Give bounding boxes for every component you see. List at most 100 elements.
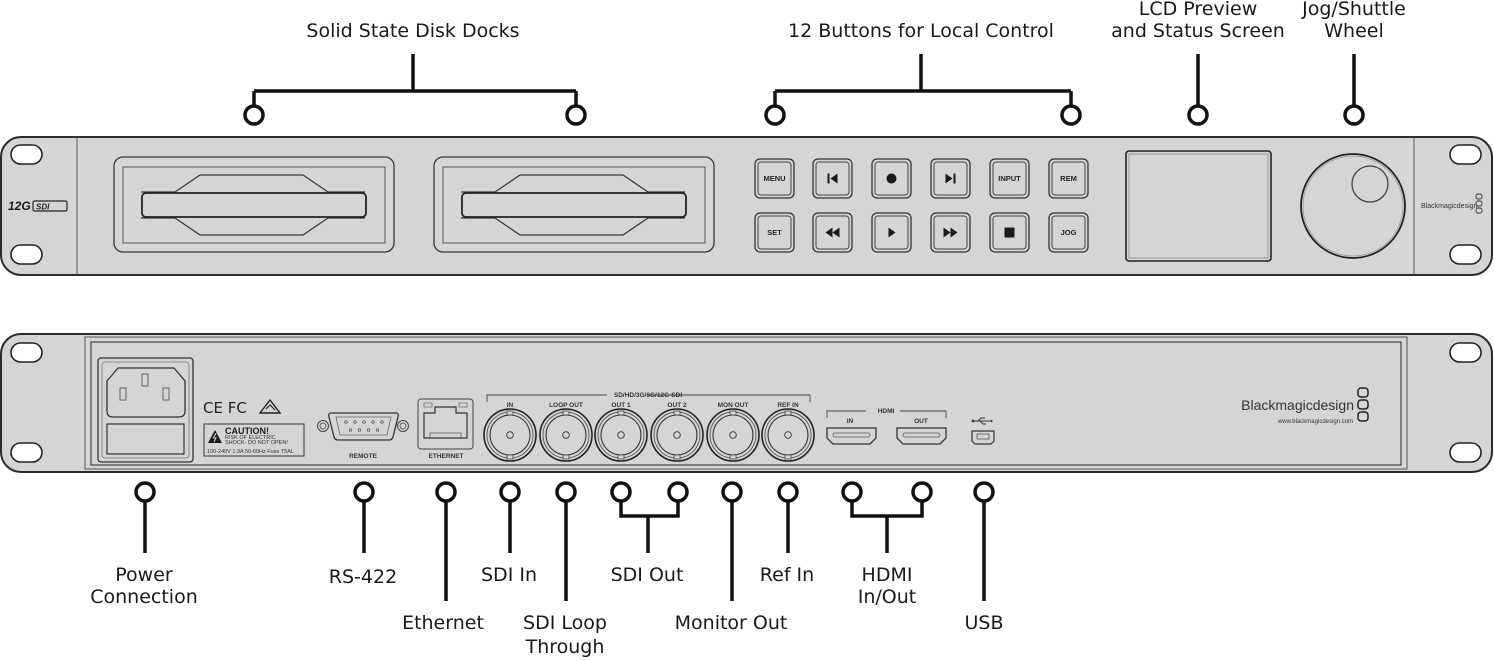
- callout-sdi-out: SDI Out: [611, 564, 684, 586]
- bnc-outer-ring[interactable]: [594, 408, 648, 462]
- button-prev[interactable]: [812, 158, 853, 199]
- hdmi-in-label: IN: [847, 418, 854, 425]
- leader-hdmi: [850, 501, 924, 553]
- rcm-check: [265, 404, 276, 411]
- rack-hole: [10, 442, 43, 463]
- marker-lcd: [1187, 104, 1209, 126]
- play-icon: [888, 227, 896, 238]
- button-record[interactable]: [871, 158, 912, 199]
- jog-wheel[interactable]: [1300, 153, 1406, 259]
- jog-wheel-rim: [1302, 155, 1404, 257]
- callout-monitor-out: Monitor Out: [675, 612, 788, 634]
- bnc-port-mon-out[interactable]: MON OUT: [706, 402, 760, 462]
- front-chassis: [0, 136, 1493, 276]
- hdmi-in-socket[interactable]: [826, 427, 877, 445]
- iec-pin-live: [119, 387, 127, 401]
- db9-shell[interactable]: [328, 412, 399, 441]
- button-set-face: [757, 215, 792, 250]
- button-jog-face: [1051, 215, 1086, 250]
- ssd-dock-frame: [442, 166, 706, 244]
- marker-ssd-dock-1: [243, 104, 265, 126]
- jog-shuttle-wheel[interactable]: [1300, 153, 1406, 259]
- button-set[interactable]: SET: [754, 212, 795, 253]
- bnc-outer-ring[interactable]: [761, 408, 815, 462]
- button-rewind[interactable]: [812, 212, 853, 253]
- callout-buttons: 12 Buttons for Local Control: [788, 20, 1054, 42]
- bnc-port-loop-out[interactable]: LOOP OUT: [539, 402, 593, 462]
- record-icon: [886, 173, 897, 184]
- bnc-center-pin: [506, 431, 514, 439]
- usb-port[interactable]: [971, 417, 995, 445]
- bnc-port-in[interactable]: IN: [483, 402, 537, 462]
- button-rem[interactable]: REM: [1048, 158, 1089, 199]
- marker-ssd-dock-2: [565, 104, 587, 126]
- ssd-dock-1[interactable]: [113, 156, 395, 253]
- ce-fc-marks: CE FC: [203, 399, 247, 417]
- sdi-badge-box: [32, 200, 68, 212]
- bnc-port-ref-in[interactable]: REF IN: [761, 402, 815, 462]
- hdmi-group-bracket: [826, 410, 947, 418]
- bnc-port-out-2[interactable]: OUT 2: [650, 402, 704, 462]
- db9-pin: [353, 420, 357, 424]
- fuse-drawer[interactable]: [106, 423, 185, 455]
- callout-usb: USB: [964, 612, 1003, 634]
- rack-hole: [1449, 442, 1482, 463]
- callout-hdmi-line2: In/Out: [858, 586, 917, 608]
- bnc-bayonet-pin: [673, 410, 681, 416]
- ethernet-port[interactable]: ETHERNET: [417, 398, 474, 460]
- ssd-slot[interactable]: [141, 192, 367, 218]
- ssd-dock-contour: [461, 174, 685, 236]
- usb-icon: [971, 417, 993, 425]
- ssd-dock-2[interactable]: [433, 156, 715, 253]
- bnc-outer-ring[interactable]: [706, 408, 760, 462]
- caution-box: [203, 423, 305, 457]
- rs422-port[interactable]: REMOTE: [317, 412, 409, 460]
- rj45-socket[interactable]: [423, 406, 468, 439]
- hdmi-group: HDMI IN OUT: [826, 408, 947, 445]
- button-rem-label: REM: [1060, 174, 1077, 183]
- mini-usb-socket[interactable]: [971, 430, 995, 445]
- marker-jog: [1343, 104, 1365, 126]
- bnc-port-out-1[interactable]: OUT 1: [594, 402, 648, 462]
- db9-inner: [335, 416, 392, 436]
- button-rem-face: [1051, 161, 1086, 196]
- bnc-outer-ring[interactable]: [539, 408, 593, 462]
- ssd-dock-bezel: [113, 156, 395, 253]
- hdmi-out-port[interactable]: OUT: [896, 418, 947, 445]
- caution-line-1: RISK OF ELECTRIC: [225, 435, 276, 441]
- bnc-outer-ring[interactable]: [483, 408, 537, 462]
- lcd-display: [1128, 153, 1269, 259]
- button-input-label: INPUT: [998, 174, 1021, 183]
- hdmi-out-socket[interactable]: [896, 427, 947, 445]
- ssd-dock-contour: [141, 174, 365, 236]
- marker-sdi-out-2: [667, 481, 689, 503]
- button-jog[interactable]: JOG: [1048, 212, 1089, 253]
- remote-port-label: REMOTE: [349, 453, 377, 460]
- ssd-slot[interactable]: [461, 192, 687, 218]
- button-menu[interactable]: MENU: [754, 158, 795, 199]
- rear-plate-inner: [90, 341, 1402, 466]
- rear-website-text: www.blackmagicdesign.com: [1277, 419, 1353, 425]
- bnc-outer-ring[interactable]: [650, 408, 704, 462]
- button-fast-forward[interactable]: [930, 212, 971, 253]
- bottom-callouts: Power Connection RS-422 Ethernet SDI In …: [90, 481, 1004, 658]
- usb-contacts: [976, 433, 990, 440]
- bnc-bayonet-pin: [562, 454, 570, 460]
- db9-screw-inner: [399, 422, 407, 430]
- rj45-contacts: [429, 432, 462, 438]
- power-inlet[interactable]: [97, 357, 194, 463]
- button-stop[interactable]: [989, 212, 1030, 253]
- marker-hdmi-out: [911, 481, 933, 503]
- iec-socket[interactable]: [106, 367, 186, 418]
- hdmi-in-port[interactable]: IN: [826, 418, 877, 445]
- warning-triangle-icon: [208, 430, 222, 443]
- button-input[interactable]: INPUT: [989, 158, 1030, 199]
- leader-sdi-out: [619, 501, 680, 553]
- button-next[interactable]: [930, 158, 971, 199]
- button-play[interactable]: [871, 212, 912, 253]
- brand-mark: [1475, 193, 1483, 200]
- callout-power-line1: Power: [115, 564, 173, 586]
- ethernet-led: [458, 402, 468, 408]
